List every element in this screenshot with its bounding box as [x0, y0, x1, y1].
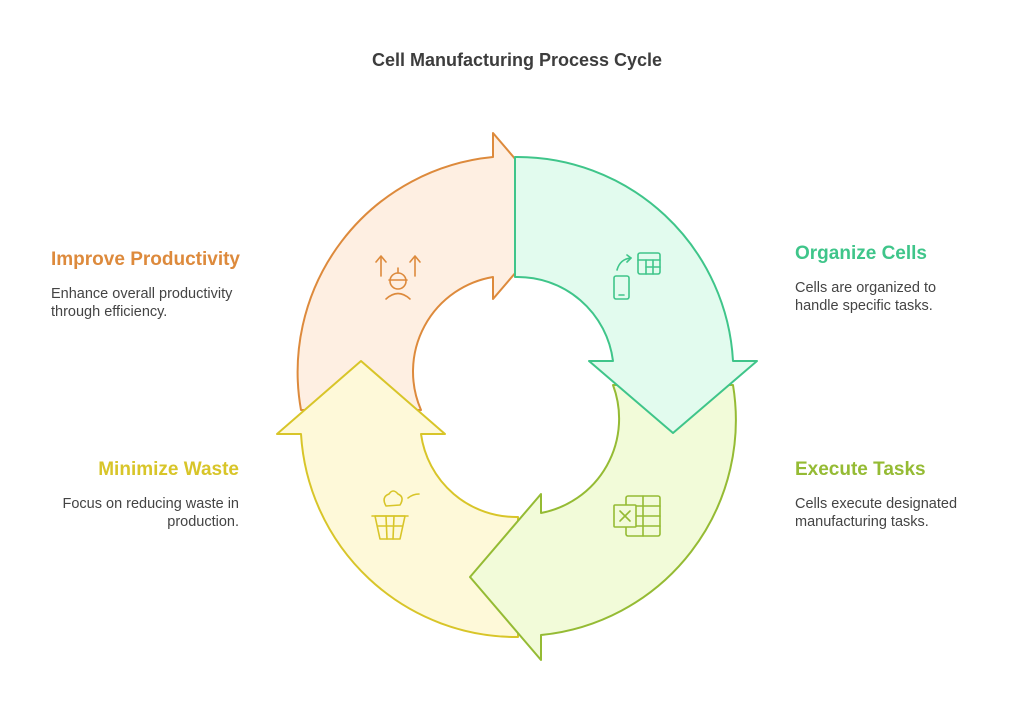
- improve-productivity-description: Enhance overall productivity through eff…: [51, 286, 233, 320]
- execute-tasks-description: Cells execute designated manufacturing t…: [795, 496, 958, 530]
- minimize-waste-heading: Minimize Waste: [98, 459, 239, 480]
- segment-execute-tasks: [469, 384, 737, 661]
- improve-productivity-block: Improve Productivity Enhance overall pro…: [51, 249, 281, 321]
- minimize-waste-description: Focus on reducing waste in production.: [62, 496, 239, 530]
- organize-cells-block: Organize Cells Cells are organized to ha…: [795, 243, 1025, 315]
- worker-arrows-icon: [375, 255, 421, 300]
- waste-basket-icon: [371, 490, 420, 540]
- diagram-title: Cell Manufacturing Process Cycle: [371, 50, 663, 70]
- organize-cells-icon: [613, 252, 661, 300]
- organize-cells-heading: Organize Cells: [795, 243, 927, 264]
- minimize-waste-block: Minimize Waste Focus on reducing waste i…: [9, 459, 239, 531]
- organize-cells-description: Cells are organized to handle specific t…: [795, 280, 937, 314]
- segment-organize-cells: [514, 155, 758, 434]
- spreadsheet-icon: [613, 495, 661, 537]
- improve-productivity-heading: Improve Productivity: [51, 249, 240, 270]
- segment-minimize-waste: [276, 360, 519, 639]
- execute-tasks-heading: Execute Tasks: [795, 459, 926, 480]
- segment-improve-productivity: [296, 132, 565, 411]
- execute-tasks-block: Execute Tasks Cells execute designated m…: [795, 459, 1025, 531]
